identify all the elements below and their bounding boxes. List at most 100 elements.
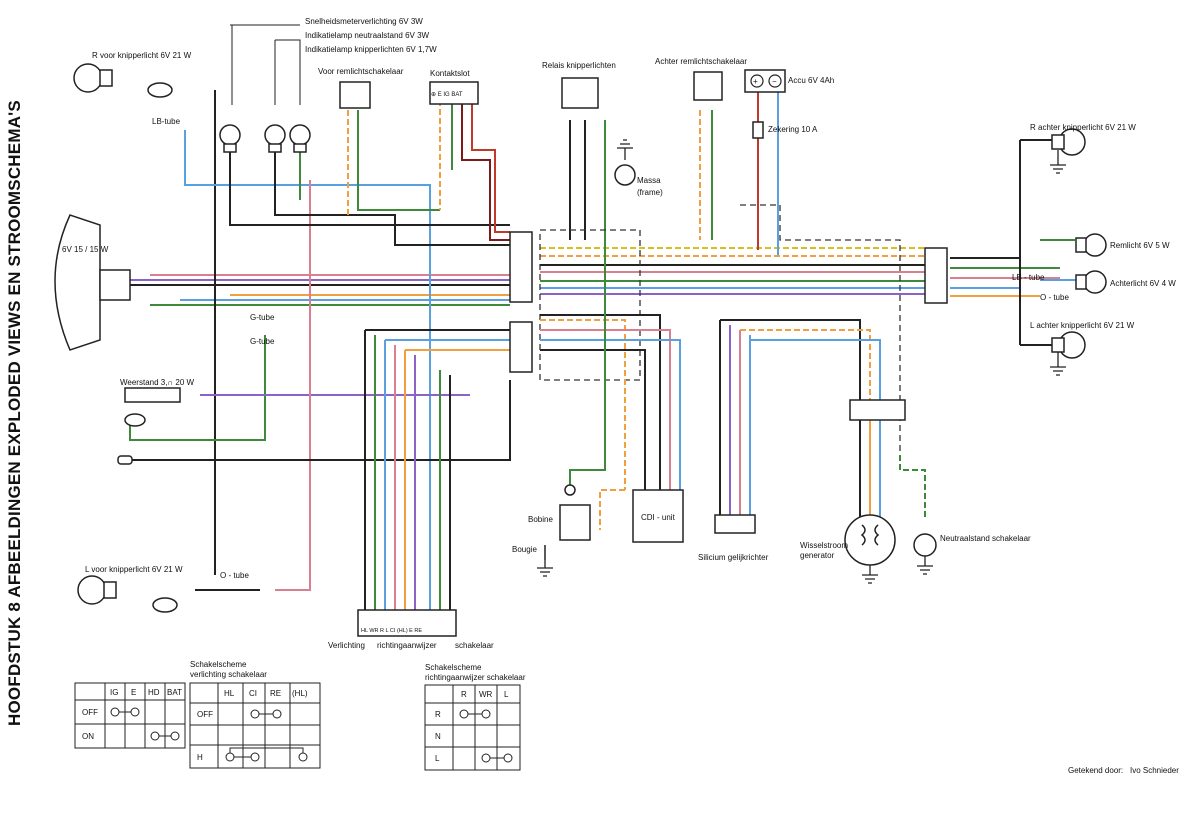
l-front-blinker-icon <box>77 575 178 613</box>
speedo-bulb-icon <box>219 124 241 153</box>
label-switch-caption-2: richtingaanwijzer <box>377 641 437 650</box>
wire-gen-1 <box>720 319 861 400</box>
label-l-rear-blinker: L achter knipperlicht 6V 21 W <box>1030 321 1135 330</box>
light-row-off: OFF <box>197 710 213 719</box>
light-header-hl: HL <box>224 689 235 698</box>
relay-block <box>561 77 599 109</box>
wire-neutral <box>899 455 926 520</box>
front-connector-lower <box>509 321 533 373</box>
rear-brake-switch-block <box>693 71 723 101</box>
label-blinker-relay: Relais knipperlichten <box>542 61 616 70</box>
ignition-switch-table <box>74 682 186 749</box>
label-mass-frame: (frame) <box>637 188 663 197</box>
label-resistor: Weerstand 3,∩ 20 W <box>120 378 195 387</box>
ground-icon <box>617 139 633 160</box>
wire-lamp2 <box>274 150 510 246</box>
wire-misc-black <box>130 380 511 461</box>
l-rear-blinker-icon <box>1051 331 1086 359</box>
neutral-switch-icon <box>913 533 937 557</box>
label-r-rear-blinker: R achter knipperlicht 6V 21 W <box>1030 123 1136 132</box>
r-front-blinker-icon <box>73 63 173 98</box>
battery-minus-sign: − <box>772 77 777 86</box>
label-switch-pins: HL WR R L CI (HL) E RE <box>361 628 422 634</box>
label-rectifier: Silicium gelijkrichter <box>698 553 769 562</box>
wire-lower-pink <box>540 329 671 490</box>
direction-table-title-2: richtingaanwijzer schakelaar <box>425 673 526 682</box>
ign-header-e: E <box>131 688 136 697</box>
battery-icon <box>750 74 782 88</box>
label-blinker-lamp: Indikatielamp knipperlichten 6V 1,7W <box>305 45 437 54</box>
headlight-icon <box>54 214 101 351</box>
generator-coil-icon <box>860 524 880 546</box>
label-battery: Accu 6V 4Ah <box>788 76 834 85</box>
ground-symbols <box>537 139 1066 584</box>
fuse-icon <box>752 121 764 139</box>
label-rear-brake-switch: Achter remlichtschakelaar <box>655 57 747 66</box>
wire-coil-orange <box>599 489 625 530</box>
wire-lower-black1 <box>540 314 661 490</box>
direction-table-title-1: Schakelscheme <box>425 663 482 672</box>
dir-header-r: R <box>461 690 467 699</box>
ground-icon <box>537 560 553 577</box>
gen-connector <box>849 399 906 421</box>
coil-terminal-icon <box>564 484 576 496</box>
light-header-ci: CI <box>249 689 257 698</box>
label-fuse: Zekering 10 A <box>768 125 818 134</box>
ign-row-off: OFF <box>82 708 98 717</box>
wire-lower-black2 <box>540 349 646 490</box>
ign-header-bat: BAT <box>167 688 182 697</box>
dir-row-l: L <box>435 754 440 763</box>
label-ignition-pins: ⊕ E IG BAT <box>431 92 463 98</box>
label-brake-light: Remlicht 6V 5 W <box>1110 241 1170 250</box>
ground-icon <box>1050 150 1066 174</box>
label-ignition-coil: Bobine <box>528 515 553 524</box>
wire-fbs-b <box>357 110 440 211</box>
ignition-switch-block <box>429 81 479 105</box>
components <box>54 63 1107 613</box>
dir-row-n: N <box>435 732 441 741</box>
rectifier-block <box>714 514 756 534</box>
label-ignition-switch: Kontaktslot <box>430 69 470 78</box>
label-cdi: CDI - unit <box>641 513 676 522</box>
label-neutral-switch: Neutraalstand schakelaar <box>940 534 1031 543</box>
label-speedo-light: Snelheidsmeterverlichting 6V 3W <box>305 17 423 26</box>
ground-icon <box>1050 352 1066 376</box>
wire-coil-green <box>569 235 606 490</box>
wire-v-blue <box>184 130 431 610</box>
tail-light-icon <box>1075 270 1107 294</box>
wire-dashed-grid-2 <box>740 204 901 455</box>
wire-ign-3 <box>461 100 510 241</box>
wire-lower-blue <box>540 339 681 490</box>
rear-connector <box>924 247 948 304</box>
label-lb-tube: LB-tube <box>152 117 181 126</box>
wire-top-neutral <box>275 39 301 105</box>
label-tail-light: Achterlicht 6V 4 W <box>1110 279 1176 288</box>
label-headlight: 6V 15 / 15 W <box>62 245 109 254</box>
lighting-switch-table <box>189 682 321 769</box>
headlight-socket-icon <box>99 269 131 301</box>
ground-icon <box>917 556 933 575</box>
resistor-icon <box>124 387 181 403</box>
label-front-brake-switch: Voor remlichtschakelaar <box>318 67 404 76</box>
label-spark-plug: Bougie <box>512 545 537 554</box>
generator-icon <box>844 514 896 566</box>
wire-harness <box>129 24 1080 610</box>
ground-icon <box>862 565 878 584</box>
ign-header-hd: HD <box>148 688 160 697</box>
misc-terminal-icon <box>117 455 133 465</box>
cdi-block <box>632 489 684 543</box>
label-neutral-lamp: Indikatielamp neutraalstand 6V 3W <box>305 31 430 40</box>
dir-header-l: L <box>504 690 509 699</box>
wire-ign-4 <box>471 100 510 233</box>
label-r-front-blinker: R voor knipperlicht 6V 21 W <box>92 51 192 60</box>
label-alternator-1: Wisselstroom <box>800 541 848 550</box>
label-o-tube-rear: O - tube <box>1040 293 1069 302</box>
brake-light-icon <box>1075 233 1107 257</box>
coil-icon <box>559 504 591 541</box>
dir-header-wr: WR <box>479 690 493 699</box>
lighting-table-title-2: verlichting schakelaar <box>190 670 267 679</box>
component-labels: R voor knipperlicht 6V 21 W L voor knipp… <box>62 17 1179 775</box>
mass-terminal-icon <box>614 164 636 186</box>
